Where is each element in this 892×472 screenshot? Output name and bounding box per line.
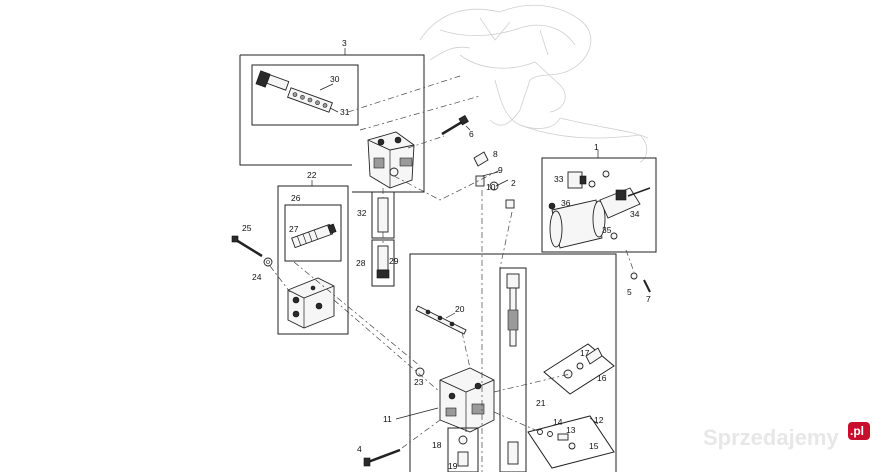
callout-25: 25 bbox=[242, 223, 252, 233]
callout-18: 18 bbox=[432, 440, 442, 450]
callout-20: 20 bbox=[455, 304, 465, 314]
callout-16: 16 bbox=[597, 373, 607, 383]
cartridge-30 bbox=[255, 70, 290, 91]
group-32-28-29: 32 28 29 bbox=[356, 191, 399, 287]
callout-27: 27 bbox=[289, 224, 299, 234]
callout-14: 14 bbox=[553, 417, 563, 427]
fitting-10: 10 bbox=[486, 181, 499, 192]
group-1-frame: 1 33 36 34 35 bbox=[541, 142, 657, 253]
valve-body-11: 11 bbox=[383, 367, 495, 433]
shaft-21: 21 bbox=[499, 267, 546, 472]
fitting-upper-group1 bbox=[588, 170, 610, 188]
callout-32: 32 bbox=[357, 208, 367, 218]
watermark-badge bbox=[848, 422, 870, 440]
callout-26: 26 bbox=[291, 193, 301, 203]
callout-3: 3 bbox=[342, 38, 347, 48]
callout-11: 11 bbox=[383, 414, 392, 424]
callout-10: 10 bbox=[486, 182, 496, 192]
callout-5: 5 bbox=[627, 287, 632, 297]
callout-23: 23 bbox=[414, 377, 424, 387]
nut-5: 5 bbox=[627, 272, 638, 297]
assembly-lines bbox=[269, 75, 635, 472]
watermark-text: Sprzedajemy bbox=[703, 425, 839, 450]
seal-kit-31 bbox=[287, 87, 333, 113]
group-18-19: 18 19 bbox=[432, 427, 479, 472]
bolt-25: 25 bbox=[231, 223, 263, 258]
callout-22: 22 bbox=[307, 170, 317, 180]
fitting-35: 35 bbox=[602, 225, 618, 240]
callout-34: 34 bbox=[630, 209, 640, 219]
callout-12: 12 bbox=[594, 415, 604, 425]
cartridge-27 bbox=[291, 223, 337, 249]
main-valve-frame bbox=[409, 253, 617, 472]
callout-28: 28 bbox=[356, 258, 366, 268]
callout-35: 35 bbox=[602, 225, 612, 235]
valve-body-top bbox=[367, 131, 415, 189]
bolt-7: 7 bbox=[643, 279, 651, 304]
callout-33: 33 bbox=[554, 174, 564, 184]
bolt-6: 6 bbox=[441, 114, 474, 139]
callout-19: 19 bbox=[448, 461, 458, 471]
washer-24: 24 bbox=[252, 257, 273, 282]
fitting-8: 8 bbox=[473, 149, 498, 167]
pump-34: 34 bbox=[599, 187, 651, 219]
callout-1: 1 bbox=[594, 142, 599, 152]
group-16-17: 17 16 bbox=[543, 343, 615, 395]
callout-7: 7 bbox=[646, 294, 651, 304]
callout-4: 4 bbox=[357, 444, 362, 454]
watermark-suffix: .pl bbox=[850, 424, 864, 438]
callout-29: 29 bbox=[389, 256, 399, 266]
callout-13: 13 bbox=[566, 425, 576, 435]
callout-6: 6 bbox=[469, 129, 474, 139]
group-22-frame: 22 26 27 bbox=[277, 170, 349, 335]
group-12: 12 14 13 15 bbox=[527, 415, 615, 469]
fitting-2: 2 bbox=[505, 178, 516, 209]
callout-30: 30 bbox=[330, 74, 340, 84]
callout-17: 17 bbox=[580, 348, 590, 358]
bolt-4: 4 bbox=[357, 444, 401, 467]
watermark: Sprzedajemy .pl bbox=[703, 422, 870, 450]
callout-8: 8 bbox=[493, 149, 498, 159]
background-machine-outline bbox=[419, 4, 649, 163]
callout-36: 36 bbox=[561, 198, 571, 208]
callout-21: 21 bbox=[536, 398, 546, 408]
callout-15: 15 bbox=[589, 441, 599, 451]
washer-23: 23 bbox=[414, 367, 425, 387]
callout-31: 31 bbox=[340, 107, 350, 117]
pressure-switch-33: 33 bbox=[554, 171, 587, 189]
callout-24: 24 bbox=[252, 272, 262, 282]
callout-9: 9 bbox=[498, 165, 503, 175]
motor-36: 36 bbox=[548, 198, 606, 249]
fitting-9: 9 bbox=[475, 165, 503, 187]
callout-2: 2 bbox=[511, 178, 516, 188]
spool-20: 20 bbox=[415, 304, 467, 335]
manifold-block bbox=[287, 277, 335, 329]
group-30-31-box: 30 31 bbox=[251, 64, 359, 126]
